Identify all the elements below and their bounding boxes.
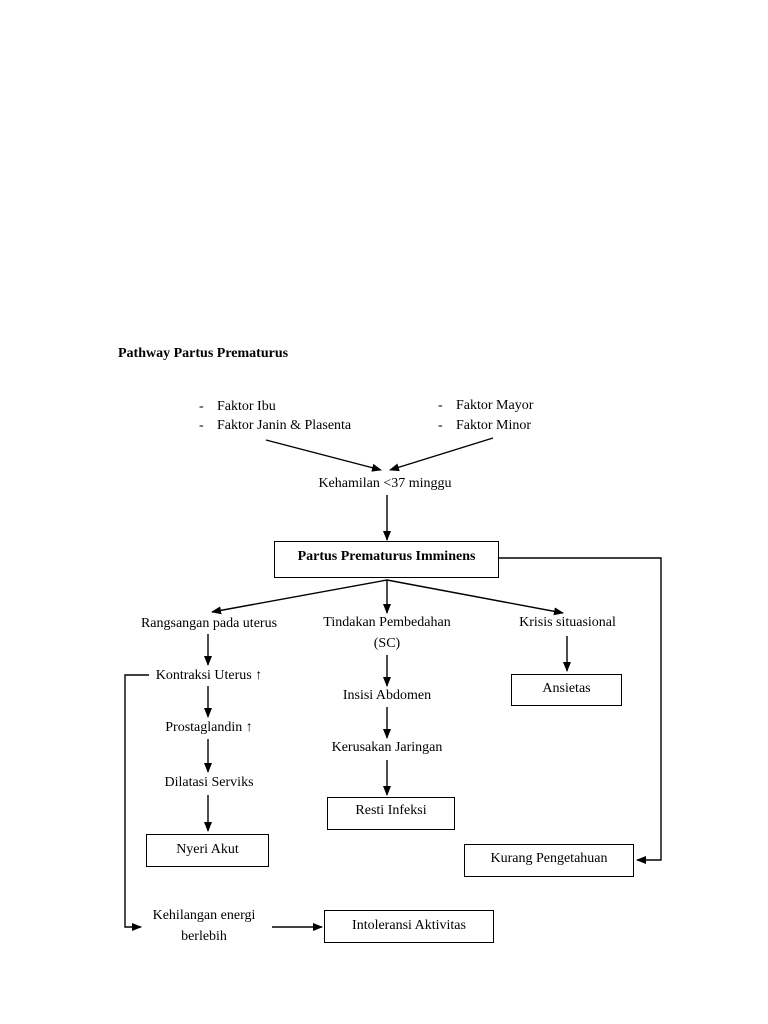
- node-dilatasi: Dilatasi Serviks: [164, 775, 254, 790]
- factor-janin-plasenta: Faktor Janin & Plasenta: [217, 418, 352, 433]
- node-prostaglandin: Prostaglandin ↑: [165, 720, 253, 735]
- node-resti-infeksi-label: Resti Infeksi: [355, 803, 427, 818]
- factor-minor: Faktor Minor: [456, 418, 532, 433]
- node-nyeri-akut-label: Nyeri Akut: [176, 842, 239, 857]
- node-resti-infeksi: Resti Infeksi: [327, 797, 455, 830]
- diagram-title: Pathway Partus Prematurus: [118, 346, 289, 361]
- node-kerusakan: Kerusakan Jaringan: [331, 740, 443, 755]
- node-kehilangan-line2: berlebih: [181, 929, 227, 944]
- node-rangsangan: Rangsangan pada uterus: [140, 616, 278, 631]
- node-kehamilan: Kehamilan <37 minggu: [318, 476, 452, 491]
- node-ansietas-label: Ansietas: [542, 681, 591, 696]
- factor-ibu: Faktor Ibu: [217, 399, 276, 414]
- node-tindakan-line2: (SC): [373, 636, 401, 651]
- bullet: -: [438, 418, 443, 433]
- node-nyeri-akut: Nyeri Akut: [146, 834, 269, 867]
- arrow-faktor-right-to-kehamilan: [389, 437, 494, 472]
- arrow-imminens-to-rangsangan: [211, 579, 388, 615]
- arrow-faktor-left-to-kehamilan: [265, 439, 382, 472]
- node-intoleransi-aktivitas: Intoleransi Aktivitas: [324, 910, 494, 943]
- node-kurang-pengetahuan: Kurang Pengetahuan: [464, 844, 634, 877]
- bullet: -: [199, 399, 204, 414]
- node-insisi: Insisi Abdomen: [342, 688, 432, 703]
- bullet: -: [199, 418, 204, 433]
- arrow-imminens-to-krisis: [386, 579, 564, 616]
- node-kurang-pengetahuan-label: Kurang Pengetahuan: [490, 851, 608, 866]
- node-tindakan-line1: Tindakan Pembedahan: [323, 615, 451, 630]
- bullet: -: [438, 398, 443, 413]
- node-intoleransi-aktivitas-label: Intoleransi Aktivitas: [352, 918, 466, 933]
- arrow-kontraksi-to-kehilangan: [124, 674, 149, 931]
- node-kontraksi: Kontraksi Uterus ↑: [155, 668, 263, 683]
- node-krisis: Krisis situasional: [519, 615, 616, 630]
- node-ansietas: Ansietas: [511, 674, 622, 706]
- factor-mayor: Faktor Mayor: [456, 398, 534, 413]
- node-kehilangan-line1: Kehilangan energi: [152, 908, 256, 923]
- arrow-imminens-to-kurang-pengetahuan: [499, 557, 662, 864]
- node-imminens-label: Partus Prematurus Imminens: [297, 549, 476, 564]
- node-imminens: Partus Prematurus Imminens: [274, 541, 499, 578]
